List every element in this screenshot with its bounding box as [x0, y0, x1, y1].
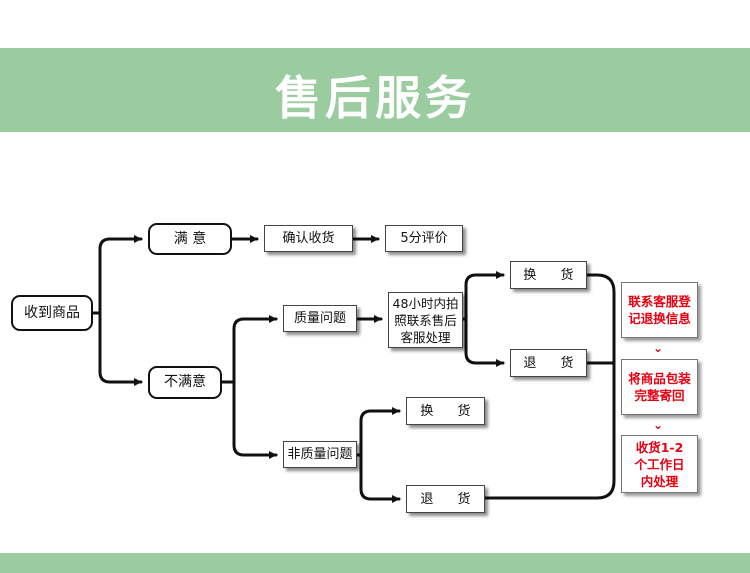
- connector-start-to-unsatisfied: [98, 298, 143, 386]
- page-title: 售后服务: [275, 71, 475, 125]
- non-quality-issue-node: 非质量问题: [283, 441, 357, 468]
- connector-start-branch: [91, 235, 143, 315]
- quality-exchange-node: 换 货: [510, 261, 587, 289]
- step-contact-service: 联系客服登 记退换信息: [621, 282, 698, 338]
- chevron-down-icon: ⌄: [653, 341, 664, 355]
- quality-return-node: 退 货: [510, 349, 587, 377]
- connector-unsatisfied-branch: [220, 315, 278, 384]
- quality-contact-node: 48小时内拍 照联系售后 客服处理: [388, 292, 463, 348]
- chevron-down-icon: ⌄: [653, 418, 664, 432]
- header-band: 售后服务: [0, 48, 750, 132]
- merge-brace: [585, 273, 616, 500]
- non-quality-exchange-node: 换 货: [406, 397, 485, 425]
- quality-issue-node: 质量问题: [283, 305, 357, 332]
- rate-node: 5分评价: [385, 225, 463, 252]
- connector-quality-branch: [461, 271, 505, 321]
- confirm-receipt-node: 确认收货: [264, 225, 353, 252]
- non-quality-return-node: 退 货: [406, 485, 485, 513]
- step-processing: 收货1-2 个工作日 内处理: [621, 435, 698, 493]
- connector-nonquality-return: [359, 453, 401, 503]
- connector-unsatisfied-nonquality: [232, 380, 278, 459]
- footer-band: [0, 553, 750, 573]
- start-node: 收到商品: [11, 295, 93, 331]
- connector-nonquality-branch: [355, 407, 401, 457]
- step-send-back: 将商品包装 完整寄回: [621, 359, 698, 415]
- connector-quality-return: [464, 317, 505, 367]
- satisfied-node: 满 意: [148, 223, 232, 255]
- unsatisfied-node: 不满意: [148, 366, 222, 399]
